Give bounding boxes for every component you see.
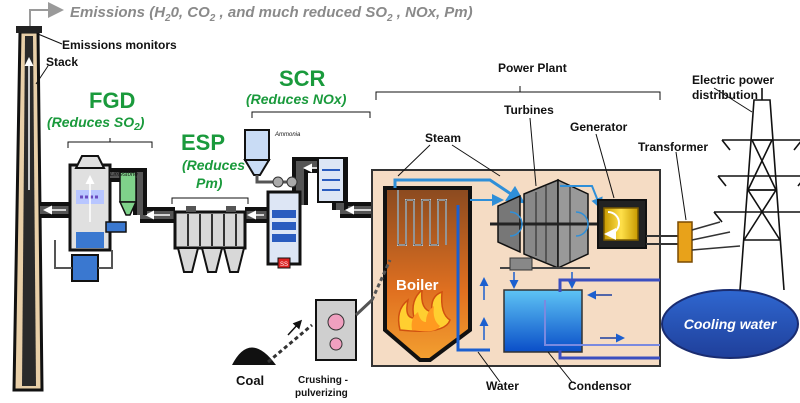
turbines-label: Turbines — [504, 103, 554, 117]
water-label: Water — [486, 379, 519, 393]
cooling-water-label: Cooling water — [684, 316, 778, 332]
steam-line — [393, 178, 525, 352]
boiler — [383, 186, 472, 362]
emissions-monitors-label: Emissions monitors — [62, 38, 177, 52]
generator — [597, 199, 647, 249]
fgd-unit — [54, 155, 147, 282]
scr-sublabel: (Reduces NOx) — [246, 91, 347, 107]
generator-label: Generator — [570, 120, 628, 134]
stack — [12, 26, 44, 392]
transmission-tower — [713, 88, 800, 291]
scr-label: SCR — [279, 66, 326, 91]
coal-label: Coal — [236, 373, 264, 388]
steam-label: Steam — [425, 131, 461, 145]
ss-tag: SS — [280, 262, 288, 268]
crushing-label-1: Crushing - — [298, 375, 348, 386]
cooling-water-loop — [544, 278, 660, 360]
power-plant-label: Power Plant — [498, 61, 567, 75]
scr-unit: SS — [243, 129, 345, 269]
esp-unit — [173, 206, 247, 273]
electric-power-label-2: distribution — [692, 88, 758, 102]
emissions-label: Emissions (H20, CO2 , and much reduced S… — [70, 4, 473, 24]
esp-sublabel-1: (Reduces — [182, 157, 245, 173]
transformer-label: Transformer — [638, 140, 708, 154]
esp-sublabel-2: Pm) — [196, 175, 223, 191]
stack-label: Stack — [46, 55, 78, 69]
emissions-arrow — [29, 2, 64, 30]
limestone-label: Limestone — [110, 172, 138, 178]
transformer — [646, 221, 741, 263]
condensor-label: Condensor — [568, 379, 632, 393]
ammonia-label: Ammonia — [274, 132, 301, 138]
crushing-label-2: pulverizing — [295, 388, 348, 399]
esp-label: ESP — [181, 130, 225, 155]
electric-power-label-1: Electric power — [692, 73, 774, 87]
turbines — [490, 178, 603, 270]
condensor — [500, 257, 590, 353]
fgd-label: FGD — [89, 88, 135, 113]
fgd-sublabel: (Reduces SO2) — [47, 114, 145, 133]
boiler-label: Boiler — [396, 277, 439, 294]
crushing-pulverizer — [315, 259, 392, 361]
cooling-water-reservoir — [661, 289, 799, 359]
coal-pile — [232, 319, 313, 365]
